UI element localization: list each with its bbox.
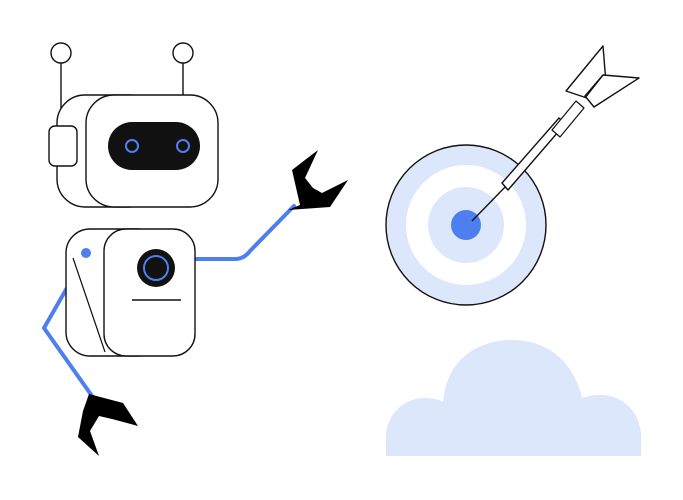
robot-head (48, 94, 219, 208)
claw-right (288, 150, 348, 210)
cloud-icon (386, 340, 641, 456)
robot-antennas (50, 42, 194, 110)
torso-side-crease (72, 257, 106, 353)
cloud-shape (386, 340, 641, 456)
robot-torso (65, 228, 196, 357)
antenna-right-ball (172, 42, 194, 64)
robot-icon (42, 42, 348, 456)
dart-tip (471, 181, 511, 222)
claw-left (78, 394, 138, 456)
chest-button-inner (143, 255, 169, 281)
ear-side (48, 125, 78, 167)
robot-claws (78, 150, 348, 456)
dart-neck (551, 100, 585, 138)
dart-fletch-line (584, 74, 604, 99)
visor (108, 122, 200, 170)
eye-right (176, 139, 190, 153)
torso-front (103, 228, 196, 357)
dart-icon (471, 45, 640, 222)
right-arm (192, 204, 296, 261)
chest-button-outer (137, 249, 175, 287)
target-bullseye (451, 210, 481, 240)
antenna-left-ball (50, 42, 72, 64)
shoulder-joint-left (81, 248, 91, 258)
eye-left (125, 139, 139, 153)
